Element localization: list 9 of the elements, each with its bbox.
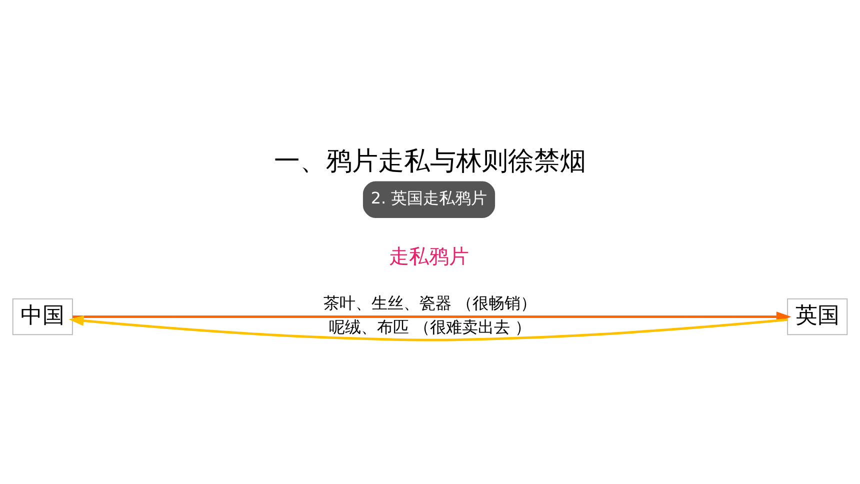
node-box: 中国 [12, 298, 73, 335]
node-box: 英国 [787, 298, 848, 335]
edge-label: 茶叶、生丝、瓷器 （很畅销） [323, 293, 537, 312]
arrow [68, 314, 788, 341]
diagram-title: 一、鸦片走私与林则徐禁烟 [274, 146, 586, 176]
arrow [72, 311, 792, 322]
edge-label: 呢绒、布匹 （很难卖出去 ） [328, 316, 532, 336]
label: 走私鸦片 [389, 244, 470, 268]
node-box: 2. 英国走私鸦片 [362, 180, 496, 218]
